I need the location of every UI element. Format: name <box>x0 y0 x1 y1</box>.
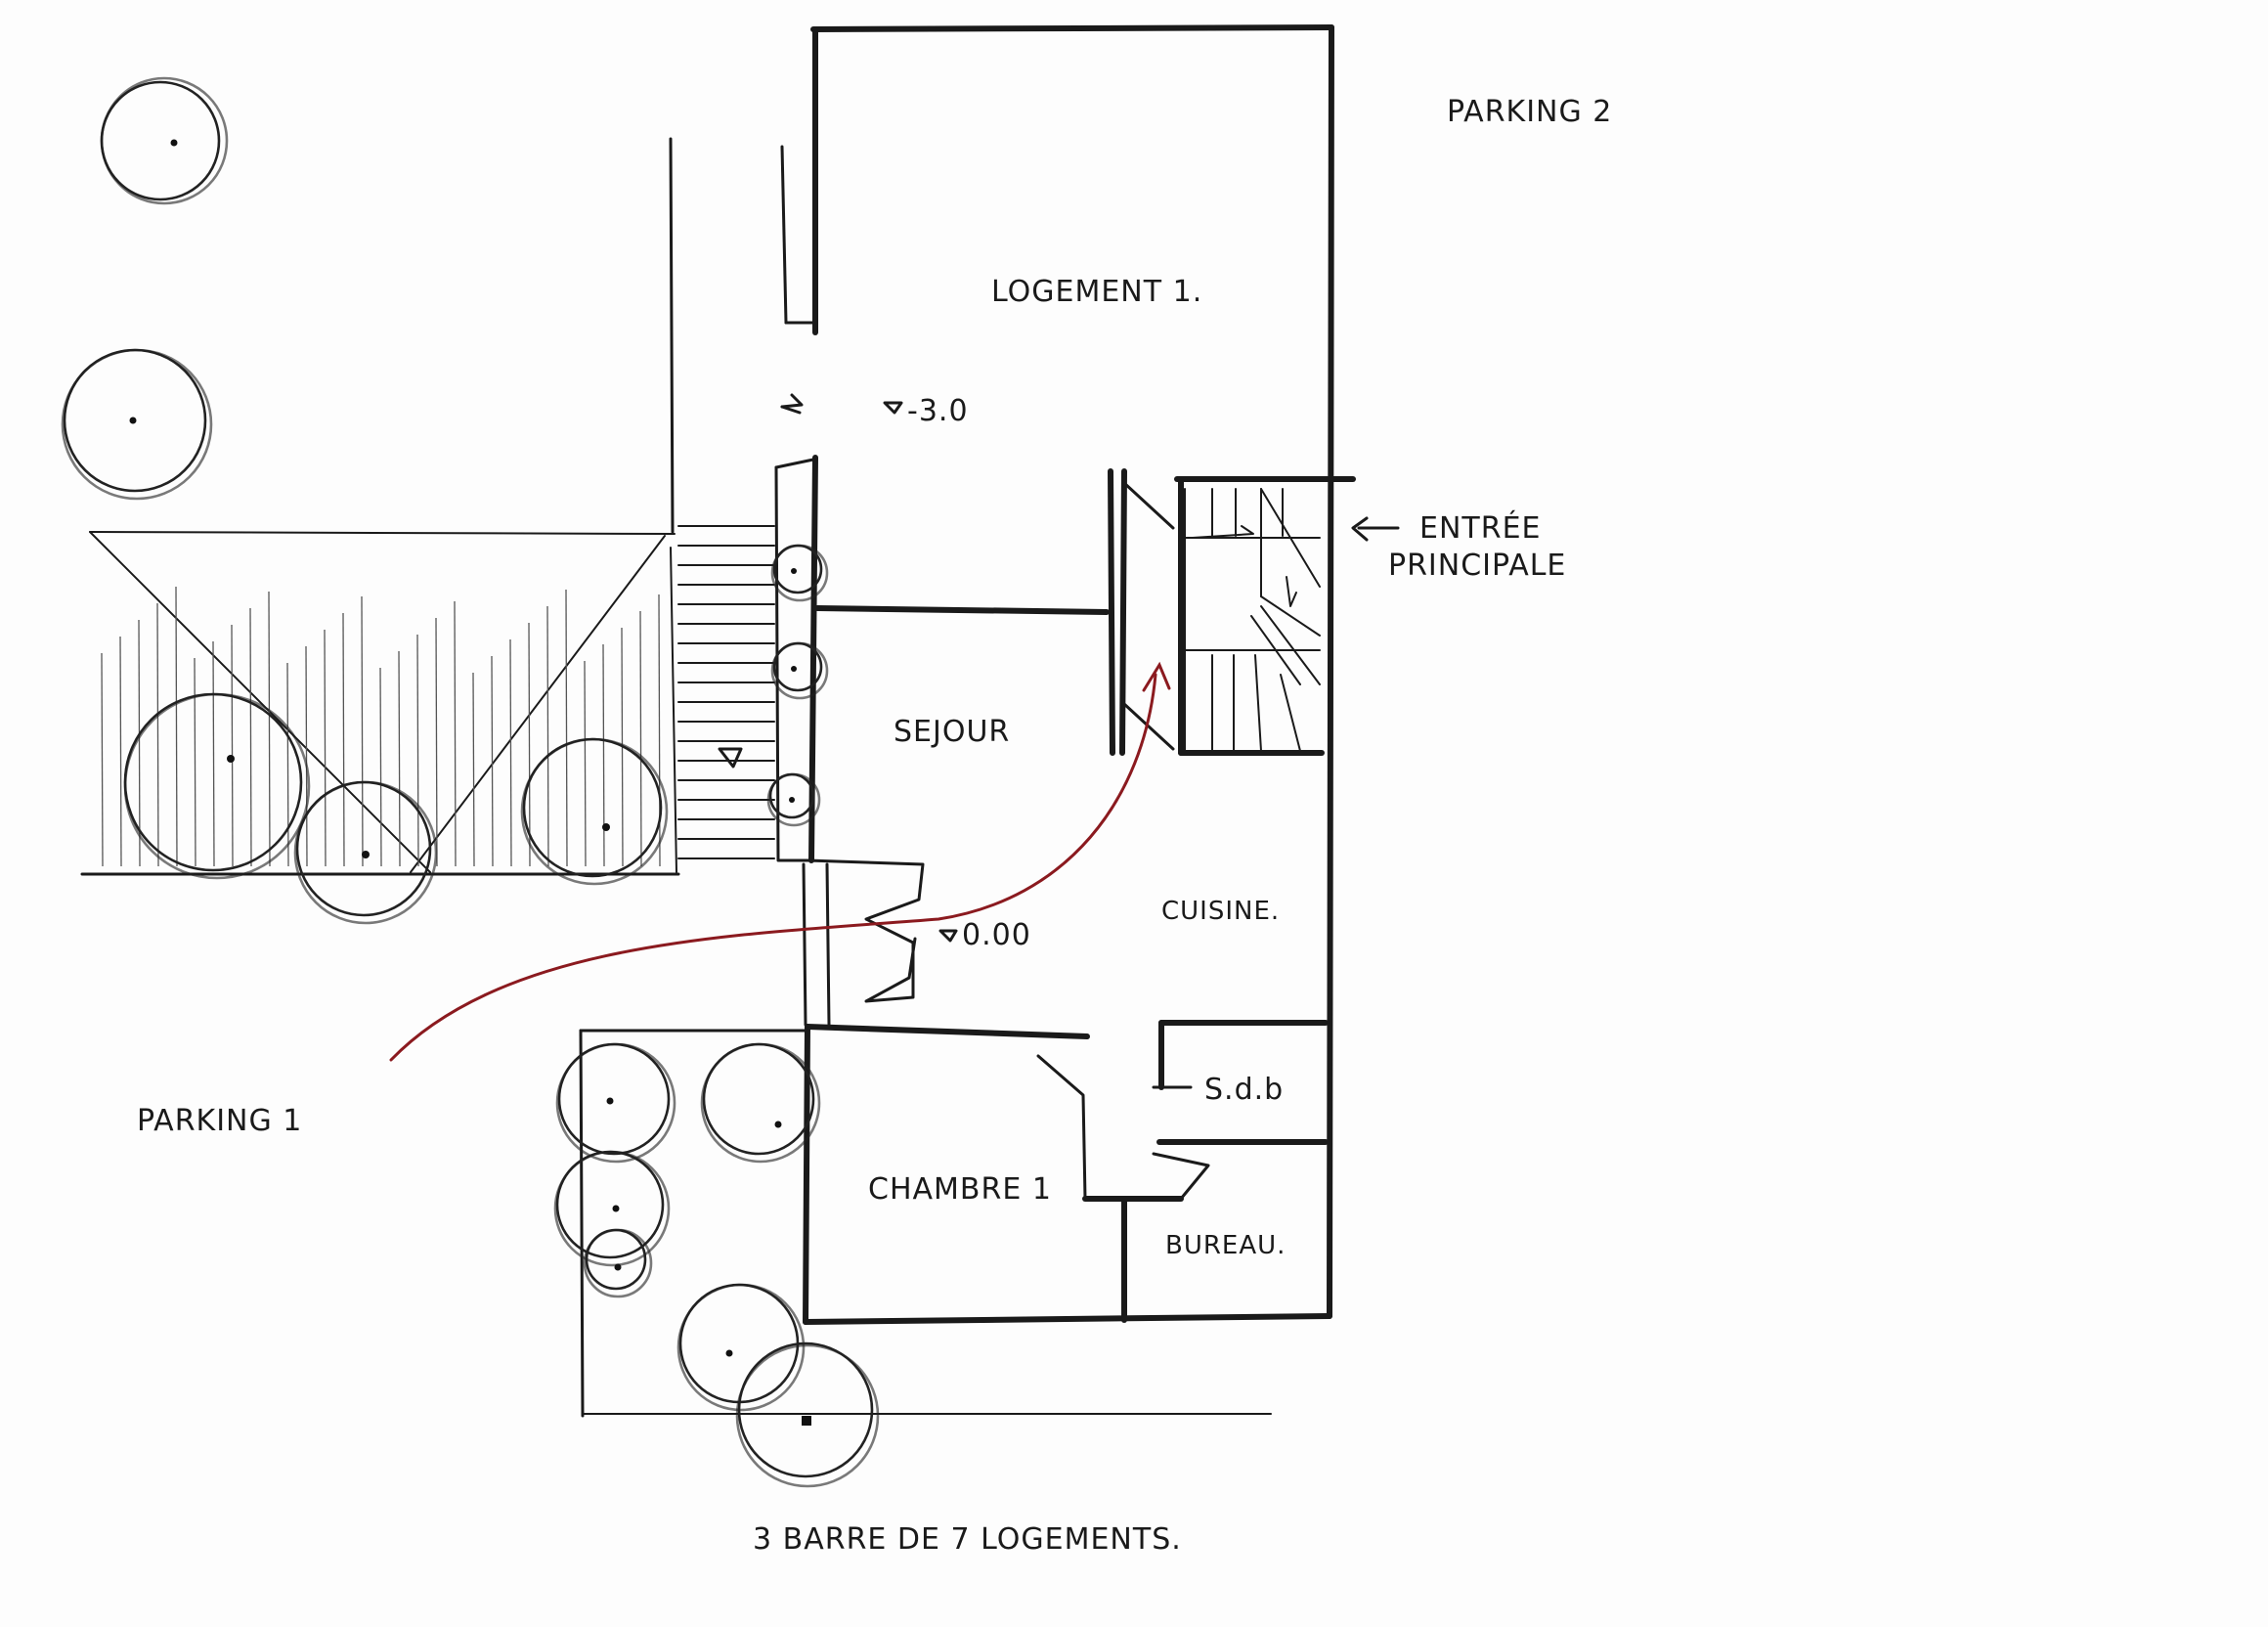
hatch-line <box>231 624 234 867</box>
label-level-ground: 0.00 <box>962 918 1031 952</box>
tree-icon <box>293 780 438 925</box>
hatch-line <box>324 629 327 867</box>
entry-markers <box>780 393 1400 943</box>
tree-icon <box>770 544 829 602</box>
hatch-line <box>584 660 587 867</box>
label-logement: LOGEMENT 1. <box>991 275 1202 309</box>
hatch-line <box>435 617 438 867</box>
tree-icon <box>61 348 213 501</box>
tree-icon <box>100 76 229 205</box>
hatch-line <box>138 619 141 867</box>
stair <box>1184 488 1321 754</box>
tree-icon <box>520 737 669 886</box>
walkway <box>669 137 815 862</box>
label-chambre: CHAMBRE 1 <box>868 1172 1052 1207</box>
tree-icon <box>555 1042 676 1164</box>
trees <box>61 76 880 1488</box>
doors <box>802 481 1210 1201</box>
lower-garden <box>579 1029 1272 1418</box>
hatch-line <box>509 638 512 867</box>
hatch-line <box>156 602 159 867</box>
label-parking-1: PARKING 1 <box>137 1104 302 1138</box>
tree-icon <box>700 1042 821 1164</box>
hatch-line <box>528 622 531 867</box>
label-principale: PRINCIPALE <box>1388 549 1566 583</box>
tree-icon <box>123 692 311 880</box>
label-cuisine: CUISINE. <box>1161 897 1280 926</box>
hatch-line <box>546 605 549 867</box>
hatch-line <box>212 640 215 867</box>
hatch-line <box>305 645 308 867</box>
tree-icon <box>553 1150 671 1267</box>
label-sejour: SEJOUR <box>894 715 1010 749</box>
hatch-line <box>286 662 289 867</box>
label-bureau: BUREAU. <box>1165 1231 1286 1260</box>
hatch-line <box>602 643 605 867</box>
label-level-upper: -3.0 <box>907 394 969 428</box>
hatch-line <box>379 667 382 867</box>
hatch-line <box>268 591 271 867</box>
building-walls <box>803 24 1356 1325</box>
hatch-line <box>194 657 196 867</box>
hatch-line <box>565 589 568 867</box>
hatch-line <box>639 610 642 867</box>
hatch-line <box>101 652 104 867</box>
label-entree: ENTRÉE <box>1419 510 1541 546</box>
hatch-line <box>119 636 122 867</box>
label-sdb: S.d.b <box>1204 1073 1284 1107</box>
caption: 3 BARRE DE 7 LOGEMENTS. <box>753 1522 1182 1557</box>
tree-icon <box>583 1228 653 1298</box>
hatch-line <box>491 655 494 867</box>
hatch-line <box>398 650 401 867</box>
hatch-line <box>361 595 364 867</box>
hatch-line <box>249 607 252 867</box>
circulation-path <box>389 673 1157 1062</box>
tree-icon <box>735 1341 880 1488</box>
tree-icon <box>770 641 829 700</box>
label-parking-2: PARKING 2 <box>1447 95 1612 129</box>
hatch-line <box>454 600 457 867</box>
circulation-arrow-icon <box>1142 661 1171 692</box>
tree-icon <box>766 772 821 827</box>
hatch-line <box>472 672 475 867</box>
hatch-line <box>175 586 178 867</box>
hatch-line <box>342 612 345 867</box>
landscape-hatch <box>80 531 680 876</box>
hatch-line <box>416 634 419 867</box>
